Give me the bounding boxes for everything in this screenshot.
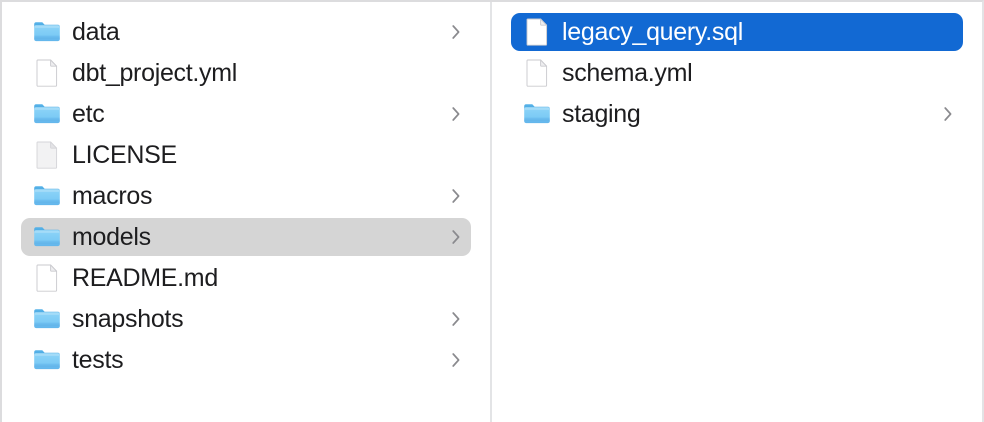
file-row[interactable]: macros <box>21 177 471 215</box>
chevron-spacer <box>941 21 955 43</box>
file-row-label: LICENSE <box>72 141 177 169</box>
folder-icon <box>33 345 61 375</box>
chevron-spacer <box>941 62 955 84</box>
file-row-label: macros <box>72 182 153 210</box>
file-icon <box>33 263 61 293</box>
folder-icon <box>33 304 61 334</box>
file-row-label: data <box>72 18 120 46</box>
file-row[interactable]: snapshots <box>21 300 471 338</box>
file-column-child[interactable]: legacy_query.sql schema.yml staging <box>492 2 982 422</box>
chevron-spacer <box>449 62 463 84</box>
file-row[interactable]: etc <box>21 95 471 133</box>
file-row-label: dbt_project.yml <box>72 59 238 87</box>
file-row[interactable]: staging <box>511 95 963 133</box>
file-row[interactable]: tests <box>21 341 471 379</box>
file-row[interactable]: README.md <box>21 259 471 297</box>
file-row-label: README.md <box>72 264 218 292</box>
file-row[interactable]: models <box>21 218 471 256</box>
chevron-right-icon[interactable] <box>449 21 463 43</box>
file-row-label: staging <box>562 100 641 128</box>
file-icon <box>523 17 551 47</box>
chevron-spacer <box>449 144 463 166</box>
folder-icon <box>33 99 61 129</box>
file-row[interactable]: legacy_query.sql <box>511 13 963 51</box>
folder-icon <box>523 99 551 129</box>
generic-file-icon <box>33 140 61 170</box>
chevron-right-icon[interactable] <box>941 103 955 125</box>
folder-icon <box>33 17 61 47</box>
file-row-label: snapshots <box>72 305 184 333</box>
chevron-spacer <box>449 267 463 289</box>
file-row-label: legacy_query.sql <box>562 18 743 46</box>
file-icon <box>523 58 551 88</box>
file-row-label: schema.yml <box>562 59 693 87</box>
file-row-label: etc <box>72 100 105 128</box>
file-row[interactable]: schema.yml <box>511 54 963 92</box>
folder-icon <box>33 222 61 252</box>
file-icon <box>33 58 61 88</box>
file-row[interactable]: data <box>21 13 471 51</box>
file-row-label: models <box>72 223 151 251</box>
folder-icon <box>33 181 61 211</box>
chevron-right-icon[interactable] <box>449 185 463 207</box>
chevron-right-icon[interactable] <box>449 349 463 371</box>
chevron-right-icon[interactable] <box>449 103 463 125</box>
file-row[interactable]: LICENSE <box>21 136 471 174</box>
chevron-right-icon[interactable] <box>449 226 463 248</box>
file-row[interactable]: dbt_project.yml <box>21 54 471 92</box>
chevron-right-icon[interactable] <box>449 308 463 330</box>
file-row-label: tests <box>72 346 124 374</box>
